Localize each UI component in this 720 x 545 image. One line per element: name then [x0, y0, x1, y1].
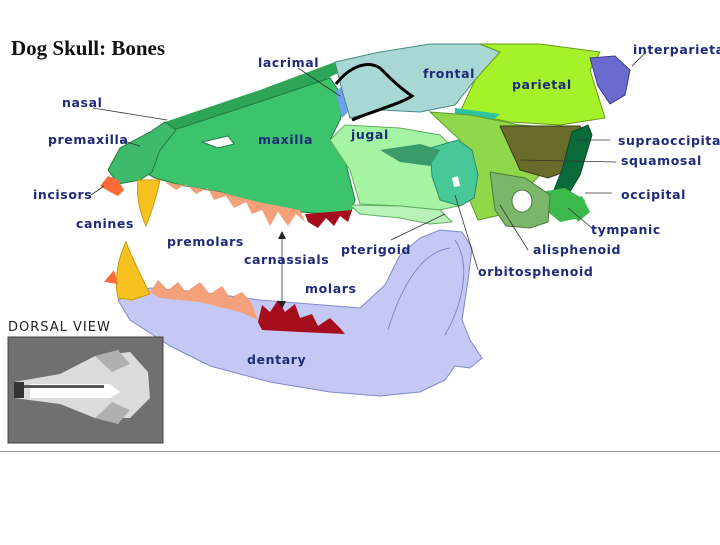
carnassial-arrow-up	[278, 231, 286, 239]
dorsal-view-label: DORSAL VIEW	[8, 320, 111, 335]
upper-canine	[137, 180, 160, 226]
label-carnassials: carnassials	[244, 252, 329, 267]
lower-incisors	[104, 270, 118, 284]
lower-canine	[116, 242, 150, 300]
label-canines: canines	[76, 216, 134, 231]
label-incisors: incisors	[33, 187, 92, 202]
label-pterigoid: pterigoid	[341, 242, 411, 257]
dorsal-view-inset	[8, 337, 163, 443]
label-occipital: occipital	[621, 187, 686, 202]
label-jugal: jugal	[351, 127, 389, 142]
label-molars: molars	[305, 281, 357, 296]
label-lacrimal: lacrimal	[258, 55, 319, 70]
label-frontal: frontal	[423, 66, 475, 81]
diagram-title: Dog Skull: Bones	[11, 36, 165, 61]
label-interparietal: interparietal	[633, 42, 720, 57]
label-maxilla: maxilla	[258, 132, 313, 147]
label-premolars: premolars	[167, 234, 244, 249]
label-dentary: dentary	[247, 352, 306, 367]
label-parietal: parietal	[512, 77, 572, 92]
label-premaxilla: premaxilla	[48, 132, 128, 147]
label-supraoccipital: supraoccipital	[618, 133, 720, 148]
auditory-opening	[512, 190, 532, 212]
label-squamosal: squamosal	[621, 153, 702, 168]
label-nasal: nasal	[62, 95, 103, 110]
label-alisphenoid: alisphenoid	[533, 242, 621, 257]
label-tympanic: tympanic	[591, 222, 661, 237]
bottom-divider	[0, 451, 720, 452]
label-orbitosphenoid: orbitosphenoid	[478, 264, 593, 279]
